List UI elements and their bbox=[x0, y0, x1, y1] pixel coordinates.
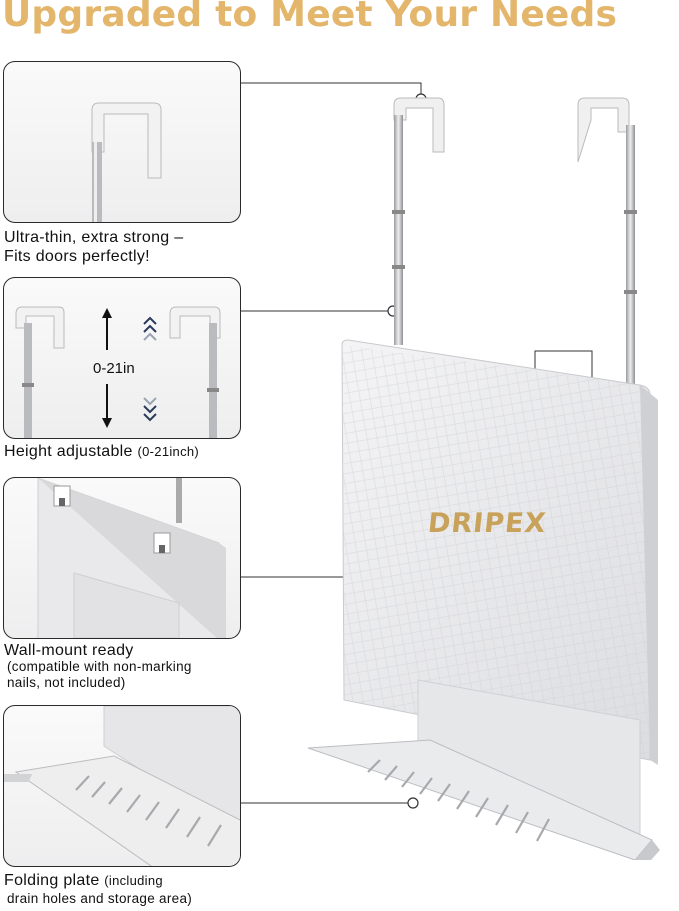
feature-subcaption-folding-plate: drain holes and storage area) bbox=[7, 891, 193, 906]
feature-caption-folding-plate: Folding plate (including bbox=[4, 872, 163, 889]
feature-panel-height: 0-21in bbox=[3, 277, 241, 439]
height-adjust-illustration bbox=[15, 306, 221, 438]
feature-panel-wall-mount bbox=[3, 477, 241, 639]
right-hook bbox=[577, 97, 630, 163]
folding-plate-illustration bbox=[4, 706, 240, 866]
feature-caption-height: Height adjustable (0-21inch) bbox=[4, 443, 200, 460]
right-pole bbox=[626, 125, 635, 395]
hook-closeup-illustration bbox=[91, 102, 162, 222]
brand-logo: DRIPEX bbox=[426, 508, 548, 539]
feature-subcaption-wall-mount: (compatible with non-marking nails, not … bbox=[7, 659, 192, 690]
feature-caption-thin: Ultra-thin, extra strong – Fits doors pe… bbox=[4, 229, 184, 265]
wall-mount-illustration bbox=[37, 478, 226, 638]
callout-dot-plate bbox=[407, 797, 419, 809]
left-pole bbox=[394, 115, 403, 345]
left-hook bbox=[393, 97, 445, 153]
height-range-label: 0-21in bbox=[93, 360, 135, 377]
feature-caption-wall-mount: Wall-mount ready bbox=[4, 642, 134, 659]
page-headline: Upgraded to Meet Your Needs bbox=[2, 0, 618, 35]
feature-panel-thin-hook bbox=[3, 61, 241, 223]
product-illustration bbox=[307, 97, 660, 860]
feature-panel-folding-plate bbox=[3, 705, 241, 867]
